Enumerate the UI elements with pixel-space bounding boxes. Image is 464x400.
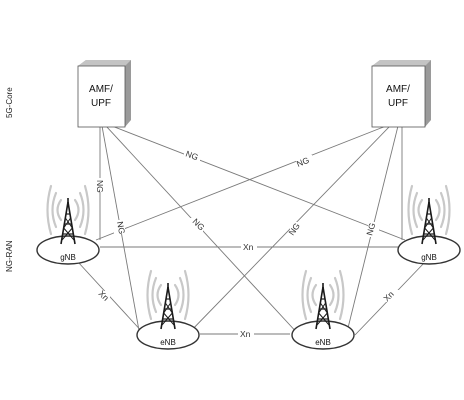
station-enb-right: eNB: [291, 269, 355, 350]
core-node-left-line2: UPF: [91, 98, 111, 109]
station-label: eNB: [315, 338, 331, 347]
radio-waves-icon: [301, 269, 345, 321]
antenna-tower-icon: [421, 198, 437, 245]
station-base: [397, 235, 461, 265]
link-ng-amf2-enb-left: [185, 125, 391, 337]
antenna-tower-icon: [315, 283, 331, 330]
antenna-tower-icon: [60, 198, 76, 245]
radio-waves-icon: [146, 269, 190, 321]
label-xn-1: Xn: [243, 242, 254, 252]
core-node-right-line1: AMF/: [386, 84, 410, 95]
station-gnb-right: gNB: [397, 184, 461, 265]
layer-label-ran: NG-RAN: [5, 240, 14, 272]
station-enb-left: eNB: [136, 269, 200, 350]
radio-waves-icon: [407, 184, 451, 236]
link-ng-amf2-gnb-left: [95, 125, 387, 241]
core-node-right-line2: UPF: [388, 98, 408, 109]
station-base: [291, 320, 355, 350]
core-node-amf-upf-right: AMF/ UPF: [371, 60, 431, 128]
label-ng-7: NG: [364, 222, 377, 237]
station-label: eNB: [160, 338, 176, 347]
link-ng-amf1-gnb-right: [111, 125, 406, 241]
label-ng-2: NG: [115, 221, 127, 235]
core-node-left-line1: AMF/: [89, 84, 113, 95]
station-base: [36, 235, 100, 265]
station-gnb-left: gNB: [36, 184, 100, 265]
interface-labels: NG NG NG NG NG NG NG Xn Xn Xn Xn: [94, 148, 399, 339]
core-node-amf-upf-left: AMF/ UPF: [77, 60, 131, 128]
station-label: gNB: [421, 253, 437, 262]
layer-label-core: 5G-Core: [5, 87, 14, 118]
label-ng-1: NG: [95, 180, 105, 193]
label-ng-4: NG: [295, 155, 311, 169]
label-xn-3: Xn: [240, 329, 251, 339]
radio-waves-icon: [46, 184, 90, 236]
link-xn-gnb-enb-left: [77, 261, 146, 336]
antenna-tower-icon: [160, 283, 176, 330]
station-base: [136, 320, 200, 350]
station-label: gNB: [60, 253, 76, 262]
label-ng-3: NG: [184, 148, 199, 162]
